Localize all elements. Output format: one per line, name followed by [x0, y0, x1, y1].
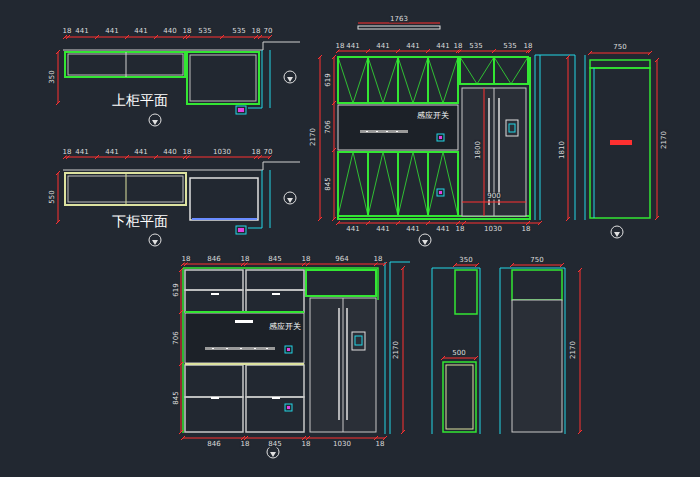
dimension-text: 18	[240, 441, 251, 448]
dimension-text: 441	[74, 149, 89, 156]
dimension-text: 1030	[212, 149, 232, 156]
dimension-text: 441	[375, 43, 390, 50]
dimension-text: 846	[206, 256, 221, 263]
dimension-text: 441	[74, 28, 89, 35]
dimension-text: 750	[612, 44, 627, 51]
dimension-text: 18	[182, 28, 193, 35]
dimension-text: 441	[104, 28, 119, 35]
view-title: 上柜平面	[111, 93, 169, 107]
dimension-text: 18	[453, 43, 464, 50]
dimension-text: 70	[263, 28, 274, 35]
dimension-text: 964	[334, 256, 349, 263]
dimension-text: 1810	[559, 140, 566, 160]
dimension-text: 1030	[483, 226, 503, 233]
dimension-text: 70	[263, 149, 274, 156]
dimension-text: 441	[435, 226, 450, 233]
dimension-text: 750	[529, 257, 544, 264]
dimension-text: 900	[486, 193, 501, 200]
dimension-text: 1763	[389, 16, 409, 23]
dimension-text: 706	[173, 330, 180, 345]
dimension-text: 440	[162, 28, 177, 35]
dimension-text: 18	[335, 43, 346, 50]
dimension-text: 18	[455, 226, 466, 233]
dimension-text: 18	[240, 256, 251, 263]
dimension-text: 706	[325, 119, 332, 134]
dimension-text: 845	[267, 441, 282, 448]
dimension-text: 619	[325, 72, 332, 87]
dimension-text: 441	[405, 43, 420, 50]
dimension-text: 441	[345, 43, 360, 50]
dimension-text: 18	[182, 149, 193, 156]
dimension-text: 18	[375, 441, 386, 448]
dimension-text: 535	[231, 28, 246, 35]
dimension-text: 440	[162, 149, 177, 156]
dimension-text: 2170	[310, 127, 317, 147]
dimension-text: 18	[181, 256, 192, 263]
dimension-text: 350	[49, 69, 56, 84]
dimension-text: 535	[468, 43, 483, 50]
dimension-text: 18	[301, 441, 312, 448]
dimension-text: 441	[345, 226, 360, 233]
dimension-text: 1800	[475, 140, 482, 160]
dimension-text: 2170	[393, 340, 400, 360]
dimension-text: 845	[173, 390, 180, 405]
note-text: 感应开关	[268, 323, 302, 331]
dimension-text: 2170	[570, 340, 577, 360]
dimension-text: 18	[301, 256, 312, 263]
dimension-text: 550	[49, 189, 56, 204]
dimension-text: 441	[104, 149, 119, 156]
dimension-text: 18	[523, 43, 534, 50]
dimension-text: 535	[502, 43, 517, 50]
view-title: 下柜平面	[111, 214, 169, 228]
dimension-text: 500	[451, 350, 466, 357]
dimension-text: 441	[405, 226, 420, 233]
dimension-text: 18	[251, 28, 262, 35]
note-text: 感应开关	[416, 112, 450, 120]
dimension-text: 846	[206, 441, 221, 448]
dimension-text: 18	[251, 149, 262, 156]
dimension-text: 535	[197, 28, 212, 35]
dimension-text: 350	[458, 257, 473, 264]
dimension-text: 1030	[332, 441, 352, 448]
dimension-text: 441	[435, 43, 450, 50]
dimension-text: 619	[173, 282, 180, 297]
dimension-text: 18	[62, 149, 73, 156]
dimension-text: 2170	[661, 130, 668, 150]
dimension-text: 18	[62, 28, 73, 35]
dimension-text: 18	[521, 226, 532, 233]
dimension-text: 441	[375, 226, 390, 233]
dimension-text: 18	[373, 256, 384, 263]
dimension-text: 845	[267, 256, 282, 263]
dimension-text: 441	[133, 149, 148, 156]
dimension-text: 845	[325, 176, 332, 191]
dimension-text: 441	[133, 28, 148, 35]
